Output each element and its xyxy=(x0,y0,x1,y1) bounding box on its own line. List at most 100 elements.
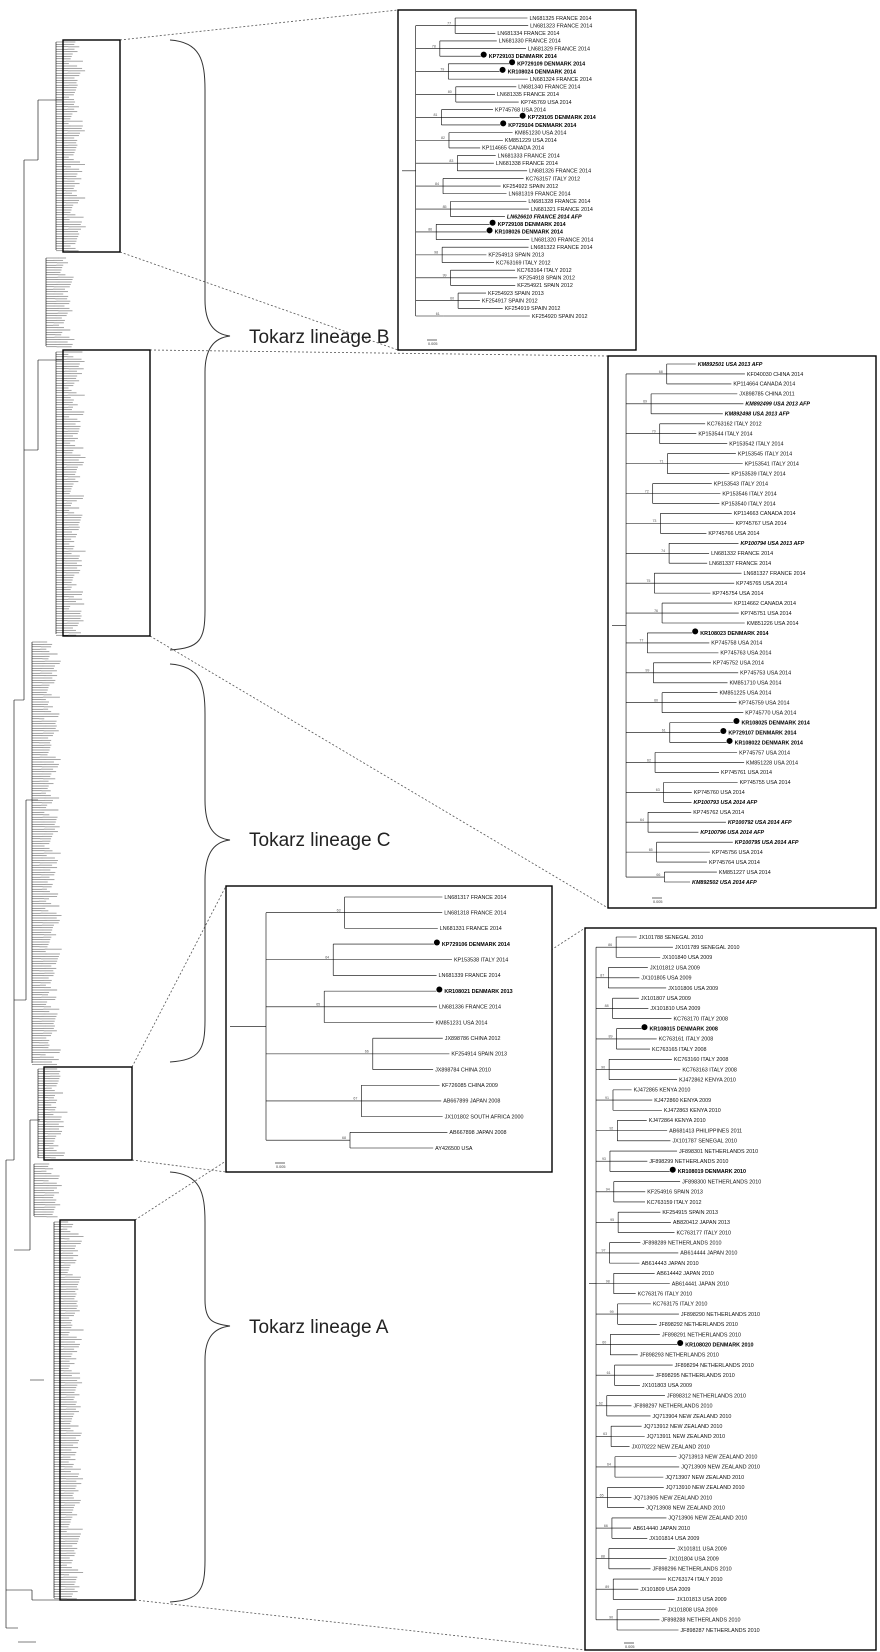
bootstrap-value: 99 xyxy=(645,669,649,673)
leaf-label: LN681326 FRANCE 2014 xyxy=(529,169,591,175)
leaf-label: KP153540 ITALY 2014 xyxy=(721,501,775,507)
leaf-label: KC763174 ITALY 2010 xyxy=(668,1577,723,1583)
bootstrap-value: 65 xyxy=(316,1003,320,1007)
leaf-label: LN681331 FRANCE 2014 xyxy=(440,926,502,932)
danish-strain-marker xyxy=(677,1340,684,1347)
bootstrap-value: 60 xyxy=(450,297,454,301)
leaf-label: AY426500 USA xyxy=(435,1146,473,1152)
zoom-line-m-top xyxy=(131,885,227,1068)
leaf-label: LN626610 FRANCE 2014 AFP xyxy=(507,214,582,220)
overview-root-branch xyxy=(5,99,62,1629)
leaf-label: KP153539 ITALY 2014 xyxy=(731,471,785,477)
bootstrap-value: 63 xyxy=(603,1432,607,1436)
leaf-label: LN681317 FRANCE 2014 xyxy=(444,895,506,901)
overview-tree xyxy=(5,41,86,1629)
leaf-label: LN681336 FRANCE 2014 xyxy=(439,1005,501,1011)
leaf-label: KP745752 USA 2014 xyxy=(713,661,764,667)
panel-frame-lineage-a xyxy=(584,927,877,1651)
leaf-label: AB667899 JAPAN 2008 xyxy=(443,1099,500,1105)
leaf-label: JQ713910 NEW ZEALAND 2010 xyxy=(666,1485,745,1491)
leaf-label: JF898292 NETHERLANDS 2010 xyxy=(659,1322,738,1328)
leaf-label: KC763157 ITALY 2012 xyxy=(526,176,581,182)
leaf-label: JX101802 SOUTH AFRICA 2000 xyxy=(445,1114,524,1120)
leaf-label: AB614440 JAPAN 2010 xyxy=(633,1526,690,1532)
leaf-label: KC763176 ITALY 2010 xyxy=(638,1291,693,1297)
leaf-label: KP745768 USA 2014 xyxy=(495,107,546,113)
bootstrap-value: 85 xyxy=(443,205,447,209)
brace-lineage-a xyxy=(169,1171,231,1603)
leaf-label: JF898294 NETHERLANDS 2010 xyxy=(675,1363,754,1369)
leaf-label: KF254919 SPAIN 2012 xyxy=(505,306,561,312)
leaf-label: KP745770 USA 2014 xyxy=(745,710,796,716)
leaf-label: KR108015 DENMARK 2008 xyxy=(650,1027,718,1033)
leaf-label: KC763177 ITALY 2010 xyxy=(676,1230,731,1236)
leaf-label: KC763164 ITALY 2012 xyxy=(517,268,572,274)
leaf-label: KF040030 CHINA 2014 xyxy=(747,372,803,378)
leaf-label: JX101787 SENEGAL 2010 xyxy=(672,1139,737,1145)
leaf-label: AB614442 JAPAN 2010 xyxy=(657,1271,714,1277)
bootstrap-value: 67 xyxy=(353,1097,357,1101)
leaf-label: KC763162 ITALY 2012 xyxy=(707,422,762,428)
danish-strain-marker xyxy=(641,1024,648,1031)
leaf-label: KM851225 USA 2014 xyxy=(719,691,771,697)
bootstrap-value: 99 xyxy=(610,1310,614,1314)
leaf-label: KR108023 DENMARK 2014 xyxy=(700,631,768,637)
leaf-label: KC763161 ITALY 2008 xyxy=(659,1037,714,1043)
scale-bar-label: 0.005 xyxy=(653,900,663,904)
leaf-label: JF898290 NETHERLANDS 2010 xyxy=(681,1312,760,1318)
bootstrap-value: 91 xyxy=(605,1096,609,1100)
danish-strain-marker xyxy=(669,1166,676,1173)
leaf-label: KM851229 USA 2014 xyxy=(505,138,557,144)
leaf-label: JQ713907 NEW ZEALAND 2010 xyxy=(665,1475,744,1481)
leaf-label: JX101804 USA 2009 xyxy=(669,1556,719,1562)
leaf-label: JX101803 USA 2009 xyxy=(642,1383,692,1389)
bootstrap-value: 63 xyxy=(656,788,660,792)
leaf-label: AB614443 JAPAN 2010 xyxy=(641,1261,698,1267)
danish-strain-marker xyxy=(499,66,506,73)
zoom-line-c-top xyxy=(149,349,609,357)
lineage-a-tree: 8687888990919293949597989960616263646566… xyxy=(589,935,761,1634)
bootstrap-value: 87 xyxy=(600,974,604,978)
leaf-label: JX101810 USA 2009 xyxy=(650,1006,700,1012)
leaf-label: JF898300 NETHERLANDS 2010 xyxy=(682,1179,761,1185)
leaf-label: JF898293 NETHERLANDS 2010 xyxy=(640,1353,719,1359)
leaf-label: KP745764 USA 2014 xyxy=(709,860,760,866)
bootstrap-value: 70 xyxy=(652,430,656,434)
leaf-label: KP745757 USA 2014 xyxy=(739,750,790,756)
leaf-label: JX898786 CHINA 2012 xyxy=(445,1036,501,1042)
leaf-label: LN681324 FRANCE 2014 xyxy=(530,77,592,83)
danish-strain-marker xyxy=(519,112,526,119)
leaf-label: KF254921 SPAIN 2012 xyxy=(517,283,573,289)
leaf-label: JF898289 NETHERLANDS 2010 xyxy=(642,1241,721,1247)
leaf-label: KP745755 USA 2014 xyxy=(740,780,791,786)
leaf-label: KP745762 USA 2014 xyxy=(693,810,744,816)
leaf-label: JF898312 NETHERLANDS 2010 xyxy=(667,1393,746,1399)
leaf-label: LN681322 FRANCE 2014 xyxy=(531,245,593,251)
leaf-label: JX101813 USA 2009 xyxy=(677,1597,727,1603)
danish-strain-marker xyxy=(720,727,727,734)
leaf-label: KP745758 USA 2014 xyxy=(711,641,762,647)
overview-box-lineage-c xyxy=(62,349,151,637)
bootstrap-value: 68 xyxy=(659,370,663,374)
leaf-label: KM851230 USA 2014 xyxy=(515,130,567,136)
leaf-label: KP729108 DENMARK 2014 xyxy=(498,222,566,228)
leaf-label: LN681335 FRANCE 2014 xyxy=(497,92,559,98)
leaf-label: KP745753 USA 2014 xyxy=(740,671,791,677)
leaf-label: JQ713912 NEW ZEALAND 2010 xyxy=(644,1424,723,1430)
bootstrap-value: 89 xyxy=(608,1035,612,1039)
bootstrap-value: 88 xyxy=(601,1554,605,1558)
leaf-label: KC763160 ITALY 2008 xyxy=(674,1057,729,1063)
bootstrap-value: 69 xyxy=(643,400,647,404)
bootstrap-value: 81 xyxy=(433,113,437,117)
bootstrap-value: 88 xyxy=(605,1004,609,1008)
leaf-label: KP745766 USA 2014 xyxy=(708,531,759,537)
leaf-label: LN681325 FRANCE 2014 xyxy=(529,16,591,22)
danish-strain-marker xyxy=(486,227,493,234)
bootstrap-value: 94 xyxy=(606,1188,610,1192)
leaf-label: KP729105 DENMARK 2014 xyxy=(528,115,596,121)
leaf-label: JF898296 NETHERLANDS 2010 xyxy=(653,1567,732,1573)
leaf-label: JF898291 NETHERLANDS 2010 xyxy=(662,1332,741,1338)
leaf-label: KP114663 CANADA 2014 xyxy=(734,511,796,517)
danish-strain-marker xyxy=(733,718,740,725)
